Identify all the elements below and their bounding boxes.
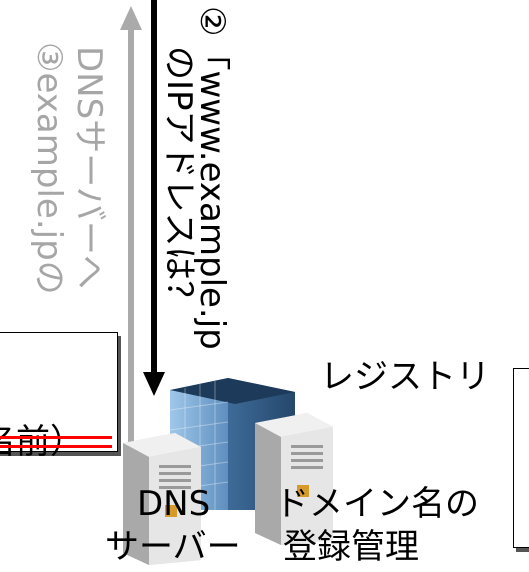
note-closing: ） xyxy=(50,422,84,462)
registration-label-line1: ドメイン名の xyxy=(275,484,479,524)
referral-arrowhead xyxy=(120,6,142,30)
dns-server-icon xyxy=(123,433,201,565)
strike-line-1 xyxy=(0,436,112,439)
referral-text-line2: DNSサーバーへ xyxy=(69,46,109,289)
note-box xyxy=(0,332,118,452)
registration-label-line2: 登録管理 xyxy=(283,527,419,567)
query-arrowhead xyxy=(143,372,165,396)
referral-text-line1: ③example.jpの xyxy=(29,42,69,295)
right-box xyxy=(513,368,529,548)
dns-label-line1: DNS xyxy=(137,484,211,524)
dns-label-line2: サーバー xyxy=(105,527,241,567)
registration-server-icon xyxy=(255,413,333,545)
query-text-line1: ②「www.example.jp xyxy=(192,6,232,350)
note-text-wrap: 名前） xyxy=(0,425,84,459)
strike-line-2 xyxy=(0,445,112,448)
query-text-line2: のIPアドレスは？ xyxy=(159,46,199,315)
note-text: 名前 xyxy=(0,422,50,462)
registry-label: レジストリ xyxy=(320,357,490,397)
